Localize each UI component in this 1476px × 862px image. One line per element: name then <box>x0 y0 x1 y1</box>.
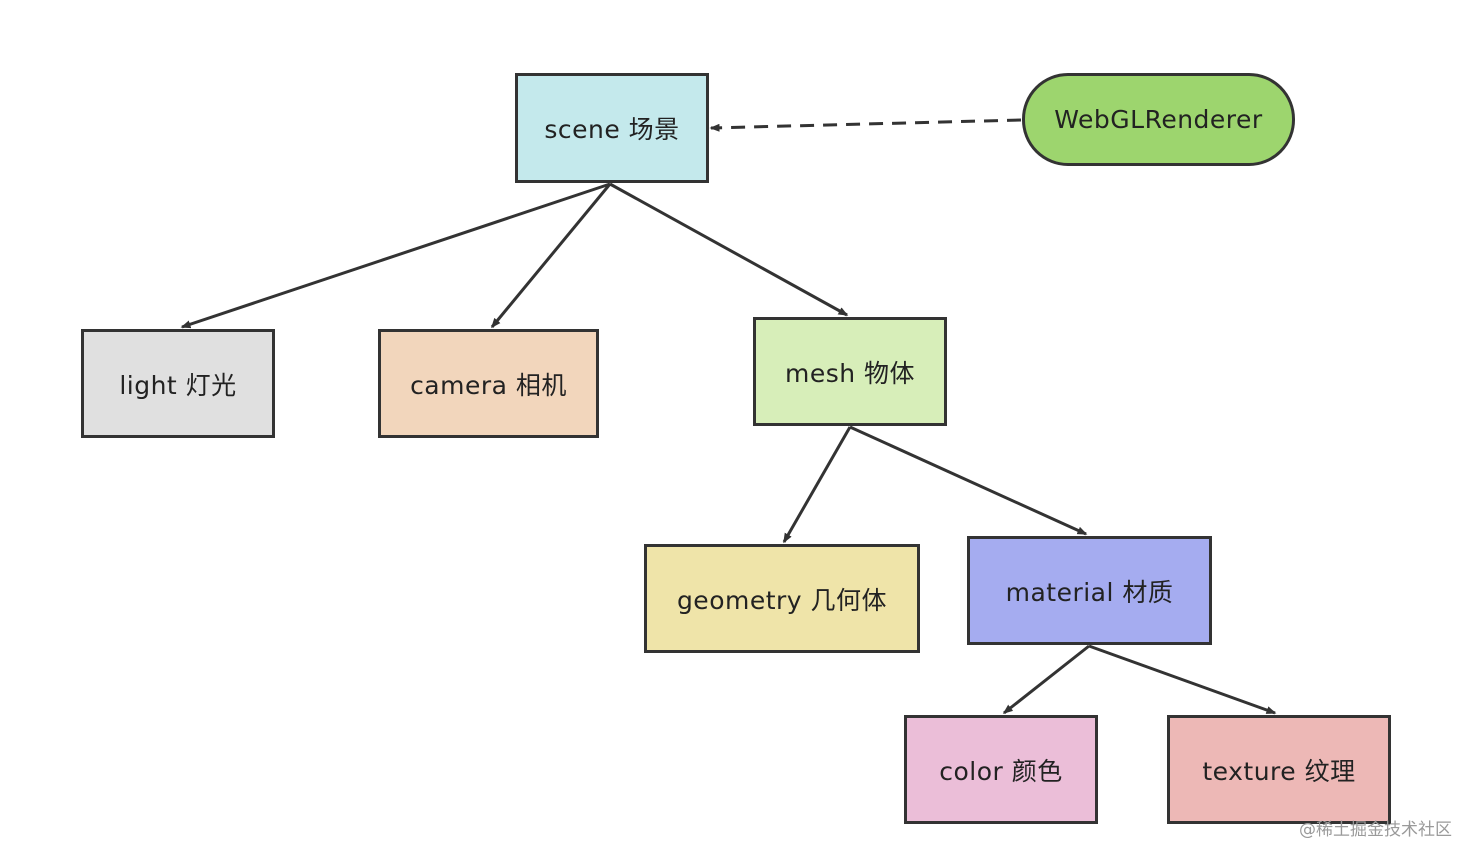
node-color: color 颜色 <box>904 715 1098 824</box>
node-light-label: light 灯光 <box>119 370 237 400</box>
edge-scene-camera <box>490 183 612 329</box>
edge-material-color <box>1002 644 1090 715</box>
edge-material-texture <box>1088 644 1277 715</box>
node-camera-label: camera 相机 <box>410 370 567 400</box>
edge-scene-mesh <box>609 182 849 317</box>
node-color-label: color 颜色 <box>939 756 1063 786</box>
edge-mesh-material <box>849 425 1088 536</box>
edge-renderer-scene <box>709 118 1022 132</box>
node-texture-label: texture 纹理 <box>1202 756 1356 786</box>
edge-mesh-geometry <box>782 426 852 544</box>
edge-scene-light <box>180 182 611 329</box>
node-scene: scene 场景 <box>515 73 709 183</box>
node-scene-label: scene 场景 <box>544 115 680 144</box>
node-webglrenderer: WebGLRenderer <box>1022 73 1295 166</box>
node-mesh-label: mesh 物体 <box>784 358 916 388</box>
node-webglrenderer-label: WebGLRenderer <box>1054 105 1263 134</box>
node-mesh: mesh 物体 <box>753 317 947 426</box>
node-texture: texture 纹理 <box>1167 715 1391 824</box>
node-material: material 材质 <box>967 536 1212 645</box>
node-geometry-label: geometry 几何体 <box>676 585 888 615</box>
watermark: @稀土掘金技术社区 <box>1299 820 1452 840</box>
node-geometry: geometry 几何体 <box>644 544 920 653</box>
node-light: light 灯光 <box>81 329 275 438</box>
node-camera: camera 相机 <box>378 329 599 438</box>
node-material-label: material 材质 <box>1005 577 1174 607</box>
